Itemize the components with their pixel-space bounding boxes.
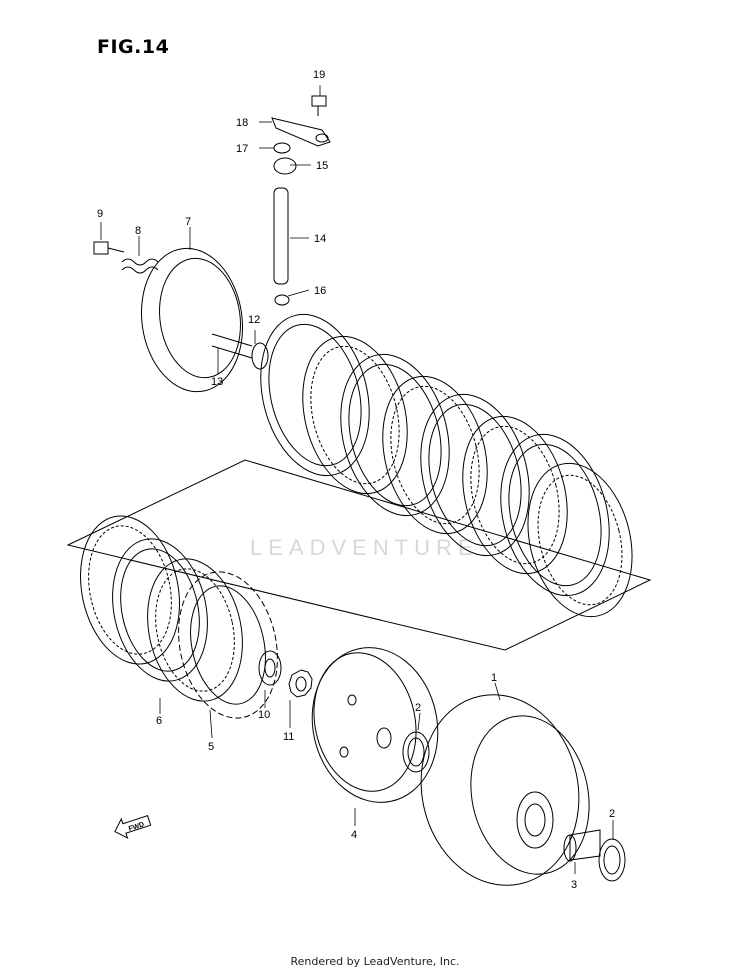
- callout-15: 15: [316, 160, 328, 172]
- washer-part-11: [288, 669, 313, 698]
- clutch-plate: [302, 335, 408, 495]
- leader-lines: [100, 85, 614, 874]
- watermark-text: LEADVENTURE: [250, 535, 479, 560]
- callout-3: 3: [571, 879, 577, 891]
- plate-set-outline: [66, 459, 652, 651]
- figure-title: FIG.14: [97, 36, 170, 58]
- clutch-plate: [462, 415, 568, 575]
- clutch-plate: [260, 313, 370, 477]
- rack-shaft-part-14: [273, 187, 289, 285]
- callout-4: 4: [351, 829, 357, 841]
- spring-part-8: [121, 258, 159, 274]
- clutch-hub-part-4: [311, 647, 439, 803]
- clutch-plate: [382, 375, 488, 535]
- bolt-part-19: [311, 95, 327, 116]
- callout-16: 16: [314, 285, 326, 297]
- clutch-plate: [340, 353, 450, 517]
- bolt-part-9: [93, 241, 125, 255]
- callout-9: 9: [97, 208, 103, 220]
- clutch-plate: [80, 515, 180, 665]
- footer-credit: Rendered by LeadVenture, Inc.: [290, 955, 460, 968]
- bearing-part-10: [258, 650, 282, 686]
- callout-8: 8: [135, 225, 141, 237]
- sleeve-part-3: [563, 829, 601, 862]
- callout-19: 19: [313, 69, 325, 81]
- callout-7: 7: [185, 216, 191, 228]
- oil-seal-part-15: [273, 157, 297, 175]
- nut-part-17: [273, 142, 291, 154]
- callout-18: 18: [236, 117, 248, 129]
- clutch-plate: [112, 538, 208, 682]
- clutch-plate: [500, 433, 610, 597]
- callout-17: 17: [236, 143, 248, 155]
- upper-plate-stack: [260, 313, 633, 618]
- callout-6: 6: [156, 715, 162, 727]
- callout-2-hub: 2: [415, 702, 421, 714]
- thrust-washer-part-2: [598, 838, 626, 882]
- lower-plate-stack: [80, 515, 278, 719]
- spacer-ring-part-2: [402, 731, 430, 773]
- clutch-housing-part-1: [420, 694, 590, 886]
- bearing-part-12: [211, 333, 269, 370]
- callout-10: 10: [258, 709, 270, 721]
- clutch-plate: [527, 462, 633, 618]
- callout-13: 13: [211, 376, 223, 388]
- callout-1: 1: [491, 672, 497, 684]
- release-arm-part-18: [271, 117, 331, 147]
- callout-11: 11: [283, 731, 294, 743]
- fwd-arrow-icon: FWD: [114, 815, 152, 839]
- callout-2-washer: 2: [609, 808, 615, 820]
- pressure-plate-part-7: [140, 247, 244, 393]
- callout-5: 5: [208, 741, 214, 753]
- fwd-label: FWD: [128, 821, 145, 833]
- washer-part-16: [274, 294, 290, 306]
- callout-14: 14: [314, 233, 326, 245]
- clutch-plate: [420, 393, 530, 557]
- pressure-disc: [178, 571, 278, 719]
- clutch-plate: [147, 558, 243, 702]
- callout-12: 12: [248, 314, 260, 326]
- callouts: 1 2 2 3 4 5 6 7 8 9 10 11 12 13 14 15 16…: [97, 69, 615, 891]
